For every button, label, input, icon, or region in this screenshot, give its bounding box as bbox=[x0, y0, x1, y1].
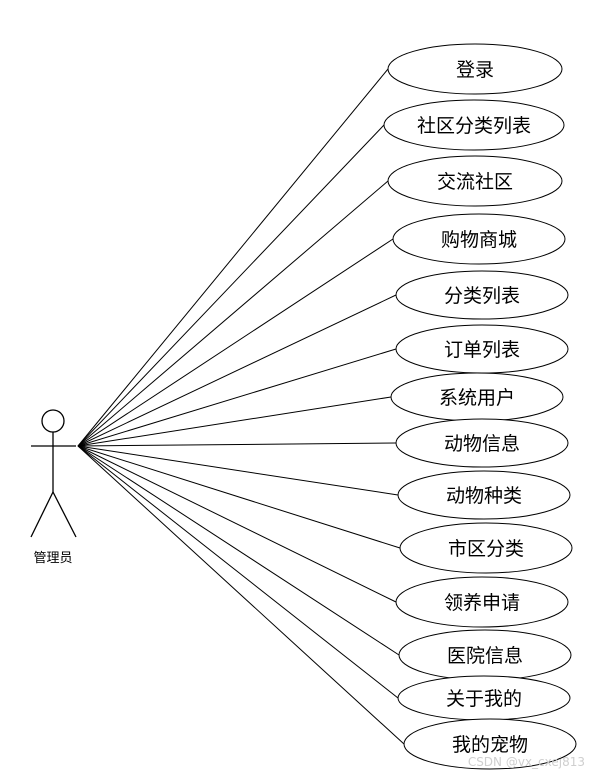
actor-right-leg bbox=[52, 491, 77, 538]
association-line-community-category-list bbox=[77, 124, 385, 447]
actor-label: 管理员 bbox=[33, 551, 72, 566]
use-case-label: 分类列表 bbox=[444, 285, 520, 307]
use-case-ellipse bbox=[392, 213, 566, 265]
association-line-system-users bbox=[77, 396, 392, 447]
use-case-label: 社区分类列表 bbox=[417, 115, 531, 137]
use-case-label: 我的宠物 bbox=[452, 734, 528, 756]
actor-left-leg bbox=[30, 491, 54, 538]
watermark-text: CSDN @vx_cxej813 bbox=[468, 755, 585, 769]
use-case-login: 登录 bbox=[387, 43, 563, 95]
associations bbox=[77, 68, 405, 745]
use-case-ellipse bbox=[397, 470, 571, 520]
association-line-animal-species bbox=[77, 445, 399, 496]
use-case-label: 系统用户 bbox=[439, 387, 515, 409]
use-case-ellipse bbox=[395, 418, 569, 468]
association-line-login bbox=[77, 68, 389, 447]
association-line-adoption-application bbox=[77, 445, 397, 603]
use-case-ellipse bbox=[395, 576, 569, 628]
use-case-label: 市区分类 bbox=[448, 538, 524, 560]
use-case-ellipse bbox=[387, 43, 563, 95]
use-case-city-district-category: 市区分类 bbox=[399, 522, 573, 574]
use-case-label: 登录 bbox=[456, 59, 494, 81]
use-case-community-category-list: 社区分类列表 bbox=[383, 99, 565, 151]
association-line-shopping-mall bbox=[77, 238, 394, 447]
association-line-order-list bbox=[77, 348, 397, 447]
use-case-hospital-info: 医院信息 bbox=[398, 629, 572, 681]
association-line-my-pets bbox=[77, 445, 405, 745]
use-case-label: 动物信息 bbox=[444, 433, 520, 455]
use-case-ellipse bbox=[383, 99, 565, 151]
use-cases: 登录社区分类列表交流社区购物商城分类列表订单列表系统用户动物信息动物种类市区分类… bbox=[383, 43, 577, 770]
use-case-category-list: 分类列表 bbox=[395, 270, 569, 320]
use-case-ellipse bbox=[403, 718, 577, 770]
use-case-label: 关于我的 bbox=[446, 688, 522, 710]
use-case-about-me: 关于我的 bbox=[397, 675, 571, 721]
use-case-order-list: 订单列表 bbox=[395, 324, 569, 374]
use-case-label: 订单列表 bbox=[444, 339, 520, 361]
use-case-system-users: 系统用户 bbox=[390, 372, 564, 422]
use-case-shopping-mall: 购物商城 bbox=[392, 213, 566, 265]
actor-admin: 管理员 bbox=[30, 409, 77, 566]
actor-head bbox=[41, 409, 65, 433]
use-case-exchange-community: 交流社区 bbox=[387, 155, 563, 207]
use-case-label: 医院信息 bbox=[447, 645, 523, 667]
use-case-animal-species: 动物种类 bbox=[397, 470, 571, 520]
association-line-about-me bbox=[77, 445, 399, 699]
association-line-category-list bbox=[77, 294, 397, 447]
use-case-adoption-application: 领养申请 bbox=[395, 576, 569, 628]
association-line-city-district-category bbox=[77, 445, 401, 549]
use-case-ellipse bbox=[387, 155, 563, 207]
association-line-animal-info bbox=[77, 442, 397, 447]
use-case-ellipse bbox=[399, 522, 573, 574]
association-line-hospital-info bbox=[77, 445, 400, 656]
use-case-label: 交流社区 bbox=[437, 171, 513, 193]
use-case-my-pets: 我的宠物 bbox=[403, 718, 577, 770]
association-line-exchange-community bbox=[77, 180, 389, 447]
use-case-label: 动物种类 bbox=[446, 485, 522, 507]
use-case-animal-info: 动物信息 bbox=[395, 418, 569, 468]
use-case-label: 领养申请 bbox=[444, 592, 520, 614]
use-case-ellipse bbox=[395, 270, 569, 320]
use-case-label: 购物商城 bbox=[441, 229, 517, 251]
